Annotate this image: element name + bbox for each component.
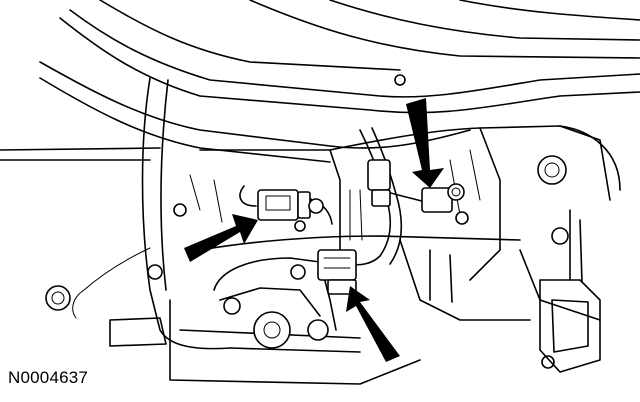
mount-bracket [539,209,601,373]
arrows [184,98,444,362]
arrow-range-sensor [346,286,400,362]
figure-reference-code: N0004637 [8,368,89,387]
range-sensor-assembly [213,249,357,349]
bolts [45,74,569,369]
right-sensor-connector [421,183,465,213]
harness-inline-connector [367,159,391,207]
frame-rails [0,0,640,163]
left-sensor-connector [257,189,324,221]
arrow-right-connector [406,98,444,188]
transmission-case [109,77,621,385]
arrow-left-connector [184,214,258,262]
